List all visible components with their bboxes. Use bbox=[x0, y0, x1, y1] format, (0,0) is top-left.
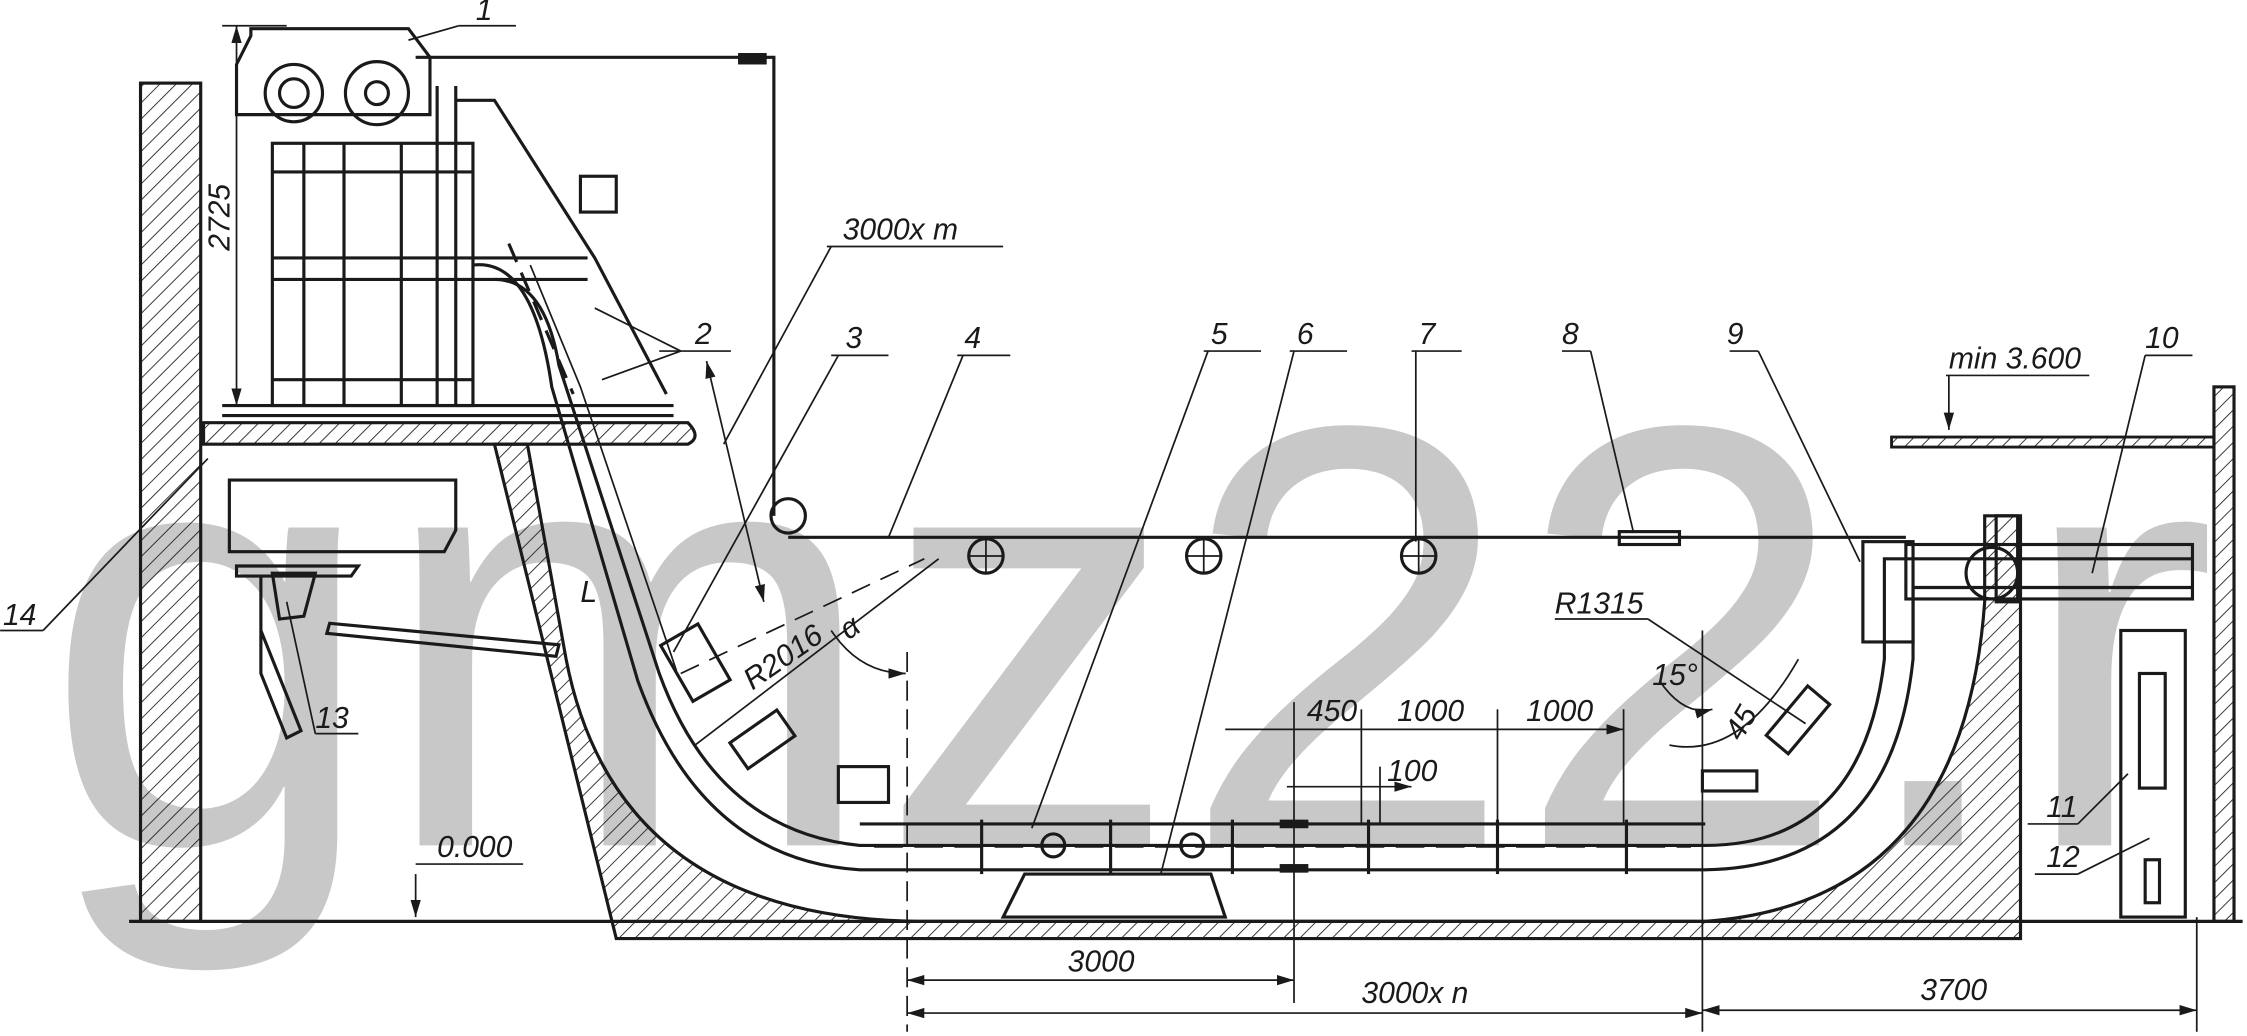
dim-15deg: 15° bbox=[1652, 659, 1697, 692]
callout-12: 12 bbox=[2046, 841, 2080, 874]
pit-foundation bbox=[492, 442, 2023, 941]
drive-frame bbox=[222, 27, 674, 418]
right-wall bbox=[2212, 385, 2236, 923]
callout-4: 4 bbox=[964, 322, 981, 355]
level-min-3600: min 3.600 bbox=[1949, 342, 2081, 375]
support-base bbox=[1000, 872, 1228, 919]
inclined-beam bbox=[324, 621, 561, 658]
callout-5: 5 bbox=[1211, 318, 1228, 351]
dim-1000-b: 1000 bbox=[1526, 695, 1593, 728]
dim-l: L bbox=[580, 576, 597, 609]
callout-1: 1 bbox=[476, 0, 493, 27]
callout-10: 10 bbox=[2145, 322, 2179, 355]
dim-3000: 3000 bbox=[1068, 946, 1135, 979]
hopper bbox=[227, 478, 458, 554]
rope-clamp bbox=[1617, 530, 1682, 547]
callout-6: 6 bbox=[1297, 318, 1314, 351]
motor bbox=[263, 62, 325, 124]
platform-slab bbox=[201, 421, 697, 446]
dim-2725: 2725 bbox=[203, 184, 236, 252]
dim-3000xm: 3000x m bbox=[843, 213, 958, 246]
rope-system bbox=[415, 53, 1906, 575]
callout-7: 7 bbox=[1419, 318, 1437, 351]
callout-3: 3 bbox=[846, 322, 863, 355]
dim-3000xn: 3000x n bbox=[1361, 977, 1468, 1010]
callout-8: 8 bbox=[1562, 318, 1579, 351]
chute bbox=[259, 576, 304, 741]
callout-14: 14 bbox=[3, 599, 36, 632]
dimension-lines bbox=[222, 24, 2198, 1032]
dimension-labels: 2725 3000x m R2016 α L R1315 15° 45 450 … bbox=[203, 184, 2081, 1010]
level-0000: 0.000 bbox=[437, 831, 513, 864]
dim-r1315: R1315 bbox=[1555, 587, 1644, 620]
callout-13: 13 bbox=[315, 702, 349, 735]
callout-9: 9 bbox=[1727, 318, 1744, 351]
dim-3700: 3700 bbox=[1920, 974, 1987, 1007]
leader-lines bbox=[0, 24, 2193, 875]
upper-platform bbox=[1890, 435, 2216, 449]
drive-pulley bbox=[343, 60, 411, 127]
dim-450: 450 bbox=[1307, 695, 1357, 728]
dim-100: 100 bbox=[1387, 755, 1437, 788]
dim-1000-a: 1000 bbox=[1397, 695, 1464, 728]
left-wall bbox=[138, 81, 203, 923]
callout-11: 11 bbox=[2046, 791, 2077, 824]
tension-unit bbox=[2119, 628, 2187, 919]
callout-labels: 1 2 3 4 5 6 7 8 9 10 11 12 13 14 bbox=[3, 0, 2179, 874]
callout-2: 2 bbox=[694, 318, 712, 351]
